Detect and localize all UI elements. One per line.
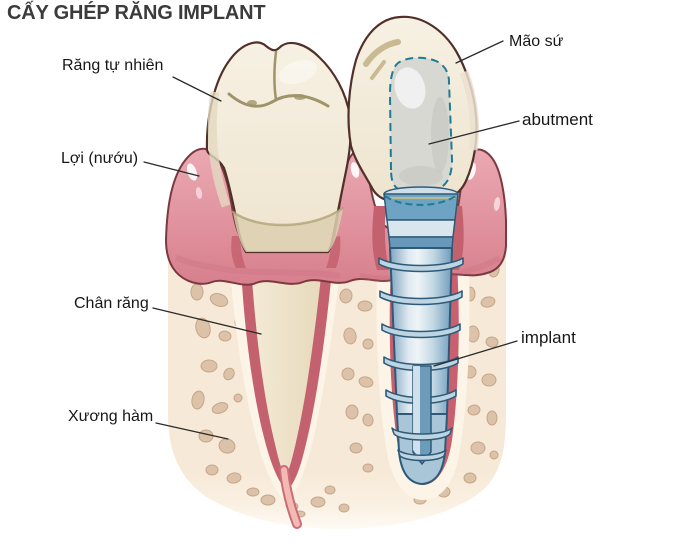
label-natural-tooth: Răng tự nhiên: [62, 57, 164, 74]
bone-spot: [218, 438, 236, 454]
bone-spot: [260, 494, 276, 506]
bone-spot: [343, 327, 357, 345]
bone-spot: [233, 393, 243, 403]
leader-crown: [455, 40, 504, 64]
bone-spot: [486, 410, 498, 426]
leader-gum: [143, 161, 200, 177]
bone-spot: [362, 413, 374, 427]
diagram-title: CẤY GHÉP RĂNG IMPLANT: [7, 2, 266, 24]
bone-spot: [357, 300, 373, 312]
bone-spot: [195, 317, 211, 339]
leader-abutment: [428, 120, 520, 145]
implant-screw: [378, 186, 464, 485]
abutment-shape: [388, 56, 454, 194]
bone-spot: [463, 472, 477, 484]
bone-spot: [223, 367, 235, 381]
label-crown: Mão sứ: [509, 33, 564, 50]
bone-spot: [345, 404, 359, 420]
bone-spot: [489, 450, 499, 460]
label-jawbone: Xương hàm: [68, 408, 154, 425]
bone-spot: [205, 464, 219, 476]
gum-highlights: [186, 162, 501, 211]
bone-spot: [362, 463, 374, 473]
bone-spot: [191, 390, 205, 410]
bone-spot: [480, 296, 496, 308]
bone-spot: [470, 441, 486, 455]
bone-spot: [467, 404, 481, 416]
label-root: Chân răng: [74, 295, 149, 312]
bone-spot: [209, 293, 229, 307]
bone-spot: [358, 376, 374, 388]
bone-spot: [226, 472, 242, 484]
label-gum: Lợi (nướu): [61, 150, 139, 167]
bone-spot: [485, 336, 499, 348]
bone-spot: [310, 496, 326, 508]
bone-spot: [190, 283, 204, 301]
root-nerve: [279, 465, 302, 529]
bone-spot: [339, 288, 353, 304]
leader-root: [152, 307, 262, 335]
leader-lines: [143, 40, 520, 440]
bone-spot: [200, 359, 218, 373]
bone-spot: [218, 330, 232, 342]
label-abutment: abutment: [522, 110, 593, 129]
bone-spot: [198, 429, 214, 443]
natural-tooth-crown: [205, 41, 352, 254]
tooth-root: [250, 249, 324, 477]
bone-spot: [349, 442, 363, 454]
leader-jawbone: [155, 422, 229, 440]
leader-implant: [433, 340, 518, 367]
bone-spot: [481, 373, 497, 387]
bone-spot: [246, 487, 260, 497]
label-implant: implant: [521, 328, 576, 347]
bone-spot: [341, 367, 355, 381]
leader-natural-tooth: [172, 76, 222, 102]
bone-spot: [338, 503, 350, 513]
bone-spot: [324, 485, 336, 495]
bone-spot: [211, 402, 229, 414]
bone-spot: [362, 338, 374, 350]
